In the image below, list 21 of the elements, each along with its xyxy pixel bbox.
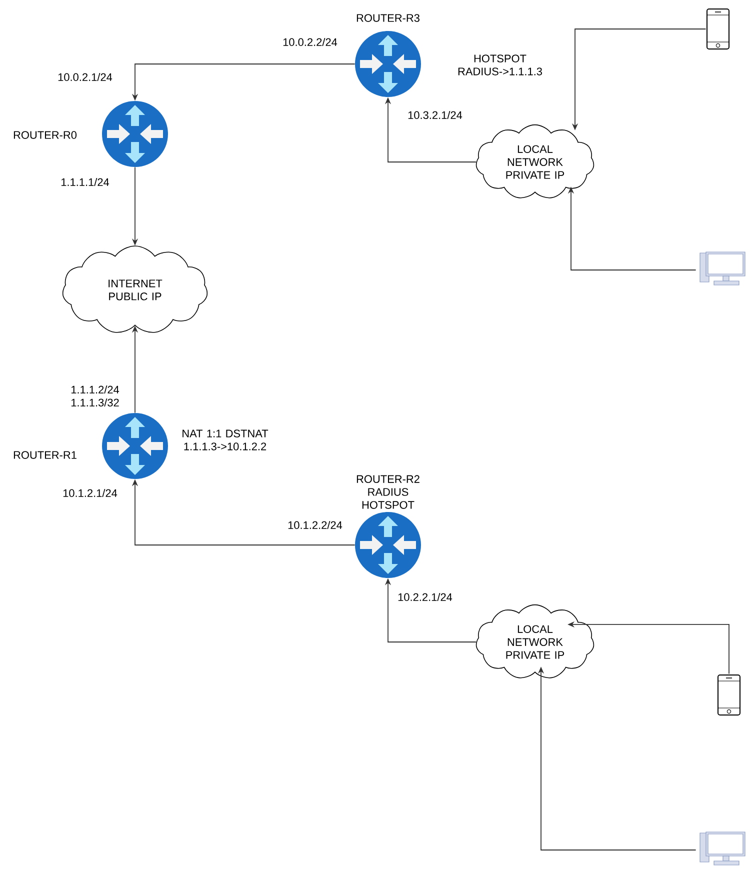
interface-address: 1.1.1.1/24 — [61, 178, 110, 186]
router-label: ROUTER-R0 — [14, 131, 77, 139]
router-label: ROUTER-R2 RADIUS HOTSPOT — [356, 475, 420, 509]
router-note: NAT 1:1 DSTNAT 1.1.1.3->10.1.2.2 — [182, 430, 268, 450]
network-cloud: LOCAL NETWORK PRIVATE IP — [476, 604, 594, 678]
interface-address: 10.1.2.2/24 — [288, 520, 342, 530]
interface-address: 10.3.2.1/24 — [408, 110, 462, 120]
interface-address: 10.2.2.1/24 — [398, 592, 452, 602]
interface-address: 1.1.1.2/24 1.1.1.3/32 — [71, 386, 120, 406]
phone-icon — [718, 674, 740, 716]
network-cloud: LOCAL NETWORK PRIVATE IP — [476, 124, 594, 198]
router-label: ROUTER-R3 — [356, 14, 420, 22]
computer-icon — [700, 252, 746, 286]
router-note: HOTSPOT RADIUS->1.1.1.3 — [458, 54, 542, 76]
phone-icon — [706, 8, 730, 50]
interface-address: 10.1.2.1/24 — [63, 488, 118, 498]
router-label: ROUTER-R1 — [14, 451, 76, 459]
network-cloud: INTERNET PUBLIC IP — [62, 246, 208, 333]
interface-address: 10.0.2.2/24 — [283, 38, 338, 46]
interface-address: 10.0.2.1/24 — [58, 72, 112, 82]
computer-icon — [700, 832, 746, 866]
